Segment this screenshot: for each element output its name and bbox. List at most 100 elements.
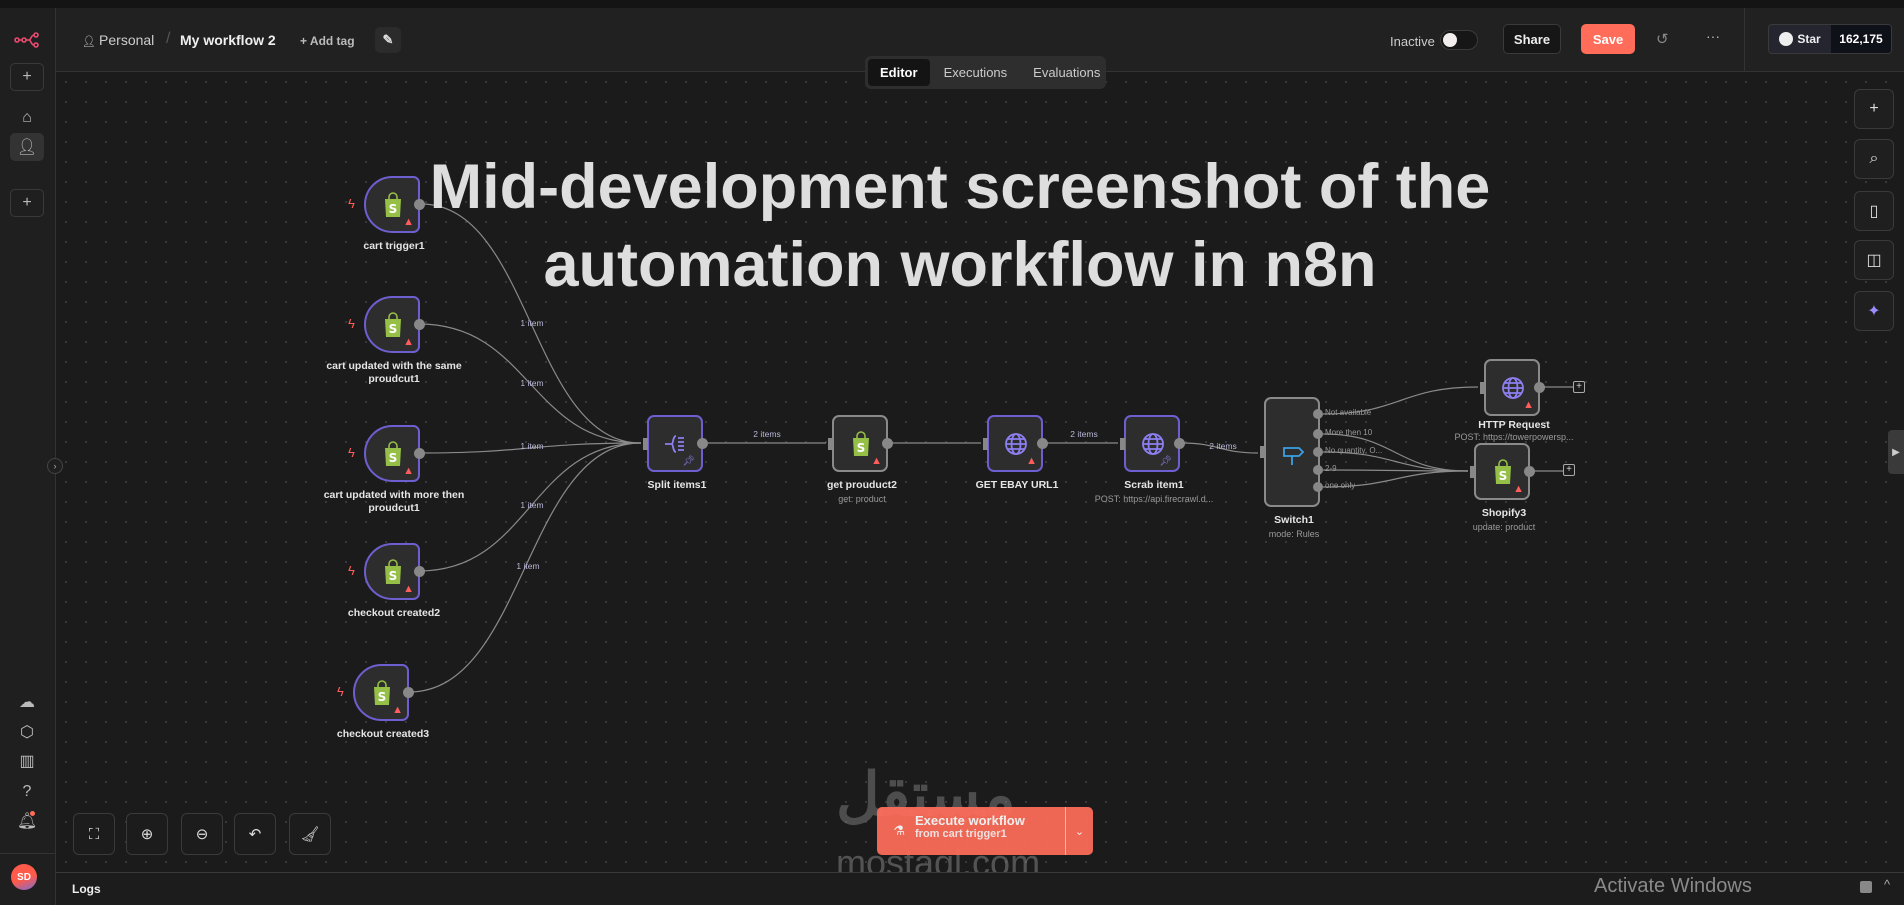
ai-assistant-icon[interactable]: ✦ [1854, 291, 1894, 331]
input-handle[interactable] [1470, 466, 1475, 478]
output-handle[interactable] [882, 438, 893, 449]
add-next-node-button[interactable]: + [1563, 464, 1575, 476]
active-toggle[interactable] [1440, 30, 1478, 50]
undo-icon[interactable]: ↶ [234, 813, 276, 855]
output-handle[interactable] [414, 566, 425, 577]
connection-line[interactable] [418, 323, 642, 444]
templates-icon[interactable]: ⬡ [20, 724, 34, 741]
connection-line[interactable] [1322, 386, 1479, 415]
output-handle[interactable] [697, 438, 708, 449]
switch-output-label: Not available [1325, 408, 1372, 417]
history-icon[interactable]: ↺ [1656, 31, 1669, 48]
switch-output-handle[interactable] [1313, 447, 1323, 457]
switch-output-handle[interactable] [1313, 429, 1323, 439]
output-handle[interactable] [414, 199, 425, 210]
more-options-button[interactable]: ··· [1706, 28, 1720, 44]
n8n-logo-icon[interactable] [10, 26, 44, 54]
output-handle[interactable] [1174, 438, 1185, 449]
node-subtitle: POST: https://api.firecrawl.d... [1094, 494, 1214, 504]
output-handle[interactable] [414, 319, 425, 330]
add-next-node-button[interactable]: + [1573, 381, 1585, 393]
sticky-note-icon[interactable]: ▯ [1854, 191, 1894, 231]
input-handle[interactable] [828, 438, 833, 450]
connection-line[interactable] [1322, 469, 1469, 472]
insights-icon[interactable]: ▥ [19, 753, 35, 770]
connection-line[interactable] [1322, 451, 1469, 472]
add-project-button[interactable]: + [10, 189, 44, 217]
connection-item-count: 2 items [753, 429, 781, 439]
tidy-up-icon[interactable]: 🧹︎ [289, 813, 331, 855]
github-star-button[interactable]: Star 162,175 [1768, 24, 1892, 54]
logs-panel[interactable]: Logs Activate Windows ^ [56, 872, 1904, 905]
add-node-button[interactable]: + [1854, 89, 1894, 129]
output-handle[interactable] [403, 687, 414, 698]
input-handle[interactable] [983, 438, 988, 450]
input-handle[interactable] [1120, 438, 1125, 450]
connection-line[interactable] [408, 442, 642, 693]
connection-line[interactable] [418, 442, 642, 572]
input-handle[interactable] [1480, 382, 1485, 394]
notifications-bell-icon[interactable]: 🔔︎ [16, 811, 38, 830]
node-label: cart updated with more then proudcut1 [323, 489, 465, 514]
tab-editor[interactable]: Editor [868, 59, 930, 86]
cloud-icon[interactable]: ☁ [19, 694, 35, 711]
fit-view-icon[interactable]: ⛶ [73, 813, 115, 855]
execute-workflow-button[interactable]: ⚗ Execute workflow from cart trigger1 ⌄ [877, 807, 1093, 855]
switch-output-handle[interactable] [1313, 465, 1323, 475]
popout-icon[interactable] [1860, 881, 1872, 893]
chevron-up-icon[interactable]: ^ [1884, 877, 1891, 892]
expand-panel-handle[interactable]: ▶ [1888, 430, 1904, 474]
connection-line[interactable] [418, 442, 642, 454]
save-button[interactable]: Save [1581, 24, 1635, 54]
view-tabs: Editor Executions Evaluations [865, 56, 1106, 89]
add-tag-button[interactable]: + Add tag [300, 34, 355, 48]
output-handle[interactable] [1037, 438, 1048, 449]
node-get-ebay-url1[interactable]: ▲GET EBAY URL1 [976, 415, 1058, 491]
create-button[interactable]: + [10, 63, 44, 91]
input-handle[interactable] [643, 438, 648, 450]
connection-line[interactable] [1180, 442, 1259, 454]
tab-evaluations[interactable]: Evaluations [1033, 65, 1101, 80]
panel-toggle-icon[interactable]: ◫ [1854, 240, 1894, 280]
avatar[interactable]: SD [11, 864, 37, 890]
zoom-out-icon[interactable]: ⊖ [181, 813, 223, 855]
zoom-in-icon[interactable]: ⊕ [126, 813, 168, 855]
help-icon[interactable]: ? [22, 783, 32, 800]
output-handle[interactable] [1524, 466, 1535, 477]
breadcrumb-project[interactable]: 👤︎ Personal [82, 32, 154, 48]
tab-executions[interactable]: Executions [943, 65, 1008, 80]
expand-sidebar-button[interactable]: › [47, 458, 63, 474]
output-handle[interactable] [414, 448, 425, 459]
execute-options-chevron-icon[interactable]: ⌄ [1065, 807, 1093, 855]
pin-icon: 📌︎ [1159, 456, 1172, 467]
switch-output-handle[interactable] [1313, 409, 1323, 419]
connection-item-count: 1 item [520, 500, 544, 510]
output-handle[interactable] [1534, 382, 1545, 393]
input-handle[interactable] [1260, 446, 1265, 458]
search-icon[interactable]: ⌕ [1854, 139, 1894, 179]
workflow-name[interactable]: My workflow 2 [180, 32, 276, 48]
connection-line[interactable] [1322, 433, 1469, 472]
connection-line[interactable] [420, 203, 642, 444]
svg-text:S: S [389, 569, 398, 583]
status-label: Inactive [1390, 34, 1435, 49]
node-split-items1[interactable]: 📌︎Split items1 [643, 415, 708, 491]
switch-output-handle[interactable] [1313, 482, 1323, 492]
warning-icon: ▲ [403, 465, 414, 477]
share-button[interactable]: Share [1503, 24, 1561, 54]
home-icon[interactable]: ⌂ [22, 109, 32, 126]
edit-description-icon[interactable]: ✎ [375, 27, 401, 53]
personal-icon[interactable]: 👤︎ [10, 133, 44, 161]
connection-line[interactable] [1322, 470, 1469, 488]
node-label: HTTP Request [1478, 419, 1550, 431]
